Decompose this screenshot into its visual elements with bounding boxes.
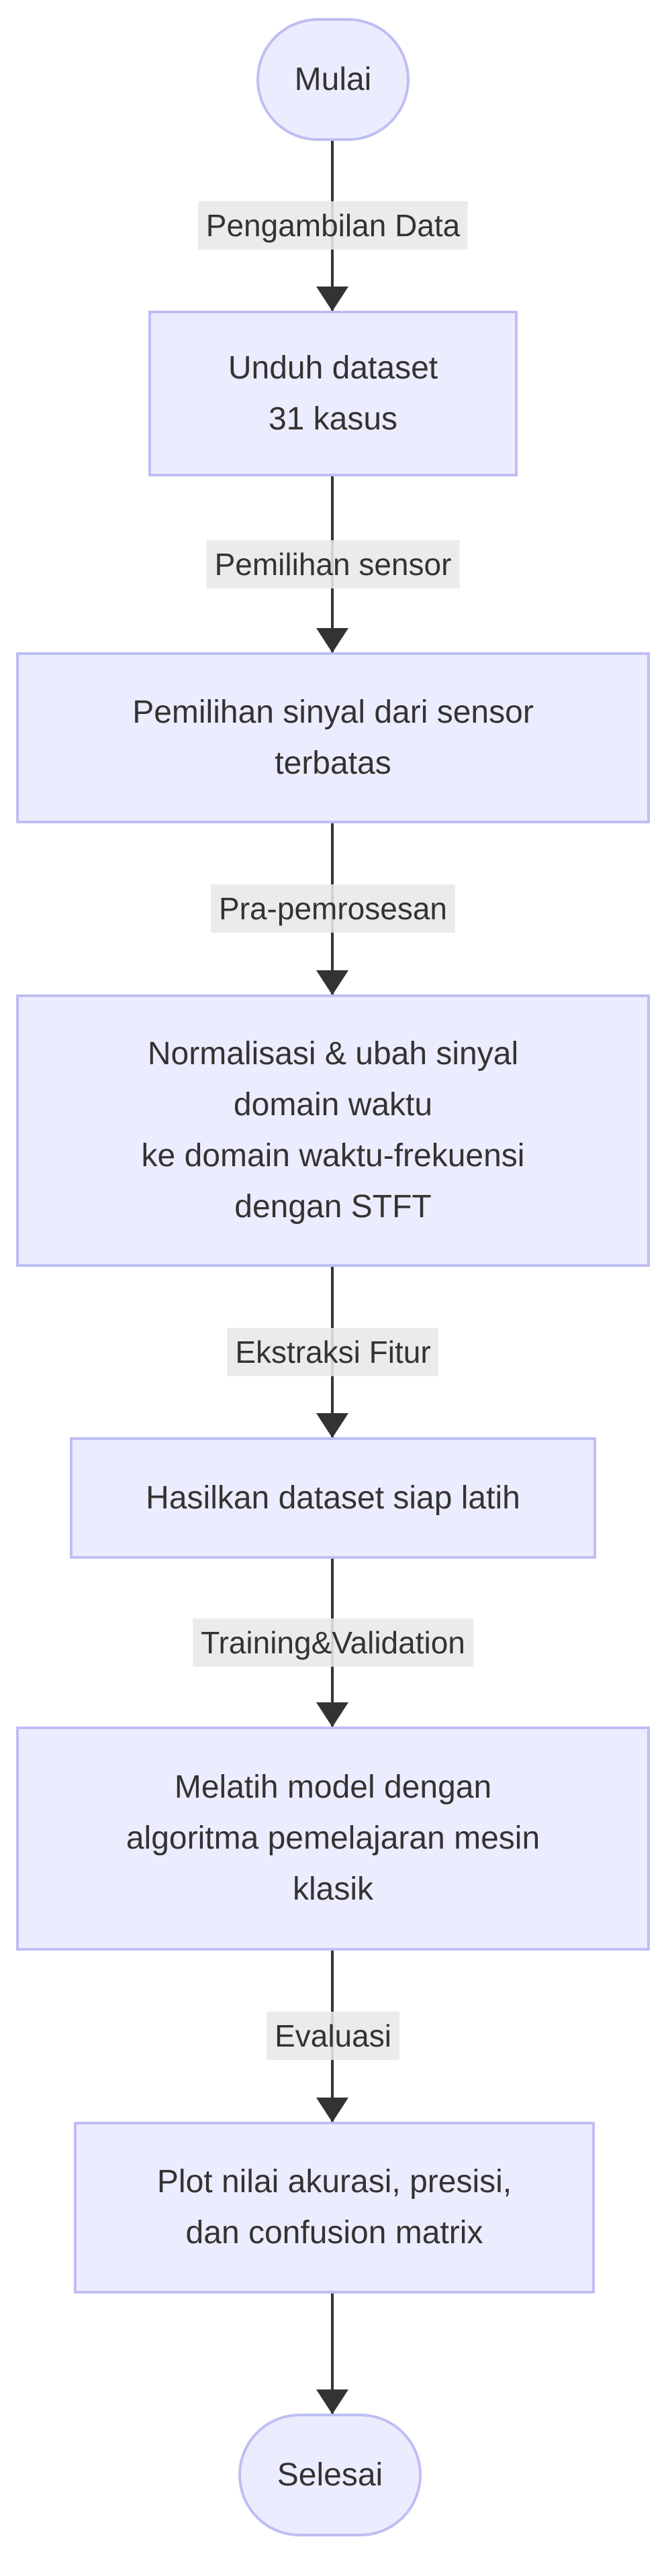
start-node-label: Mulai	[294, 61, 372, 97]
edge-arrowhead-icon	[316, 2098, 348, 2122]
process-node-unduh-dataset: Unduh dataset 31 kasus	[148, 311, 518, 476]
edge-label-evaluasi: Evaluasi	[267, 2012, 399, 2060]
process-node-plot-evaluasi: Plot nilai akurasi, presisi, dan confusi…	[74, 2122, 595, 2294]
edge-arrowhead-icon	[316, 1702, 348, 1727]
node-text-line: ke domain waktu-frekuensi	[141, 1138, 525, 1174]
node-text-line: dan confusion matrix	[185, 2215, 483, 2251]
edge-label-pemilihan-sensor: Pemilihan sensor	[206, 540, 460, 588]
node-text-line: Unduh dataset	[228, 350, 438, 386]
edge-arrowhead-icon	[316, 1413, 348, 1438]
node-text-line: domain waktu	[233, 1087, 433, 1123]
edge-label-pengambilan-data: Pengambilan Data	[197, 201, 469, 250]
edge-arrowhead-icon	[316, 287, 348, 311]
node-text-line: 31 kasus	[268, 401, 398, 437]
node-text-line: terbatas	[275, 745, 391, 781]
process-node-dataset-siap-latih: Hasilkan dataset siap latih	[70, 1437, 596, 1559]
edge-arrowhead-icon	[316, 628, 348, 653]
node-text-line: dengan STFT	[234, 1189, 432, 1225]
process-node-normalisasi-stft: Normalisasi & ubah sinyal domain waktu k…	[16, 994, 650, 1267]
edge-label-training-validation: Training&Validation	[193, 1618, 473, 1667]
edge-arrowhead-icon	[316, 2389, 348, 2414]
node-text-line: Melatih model dengan	[174, 1769, 492, 1805]
edge-label-ekstraksi-fitur: Ekstraksi Fitur	[227, 1328, 439, 1376]
process-node-melatih-model: Melatih model dengan algoritma pemelajar…	[16, 1727, 650, 1951]
node-text-line: Pemilihan sinyal dari sensor	[132, 694, 534, 730]
end-node: Selesai	[238, 2414, 422, 2536]
node-text-line: klasik	[292, 1871, 374, 1907]
node-text-line: Plot nilai akurasi, presisi,	[156, 2164, 512, 2200]
edge-line	[331, 2294, 334, 2414]
edge-label-pra-pemrosesan: Pra-pemrosesan	[210, 884, 456, 933]
node-text-line: algoritma pemelajaran mesin	[126, 1820, 540, 1856]
node-text-line: Normalisasi & ubah sinyal	[147, 1036, 519, 1072]
start-node: Mulai	[256, 18, 410, 141]
edge-arrowhead-icon	[316, 970, 348, 995]
node-text-line: Hasilkan dataset siap latih	[146, 1480, 520, 1516]
process-node-pemilihan-sinyal: Pemilihan sinyal dari sensor terbatas	[16, 652, 650, 823]
end-node-label: Selesai	[277, 2457, 383, 2493]
